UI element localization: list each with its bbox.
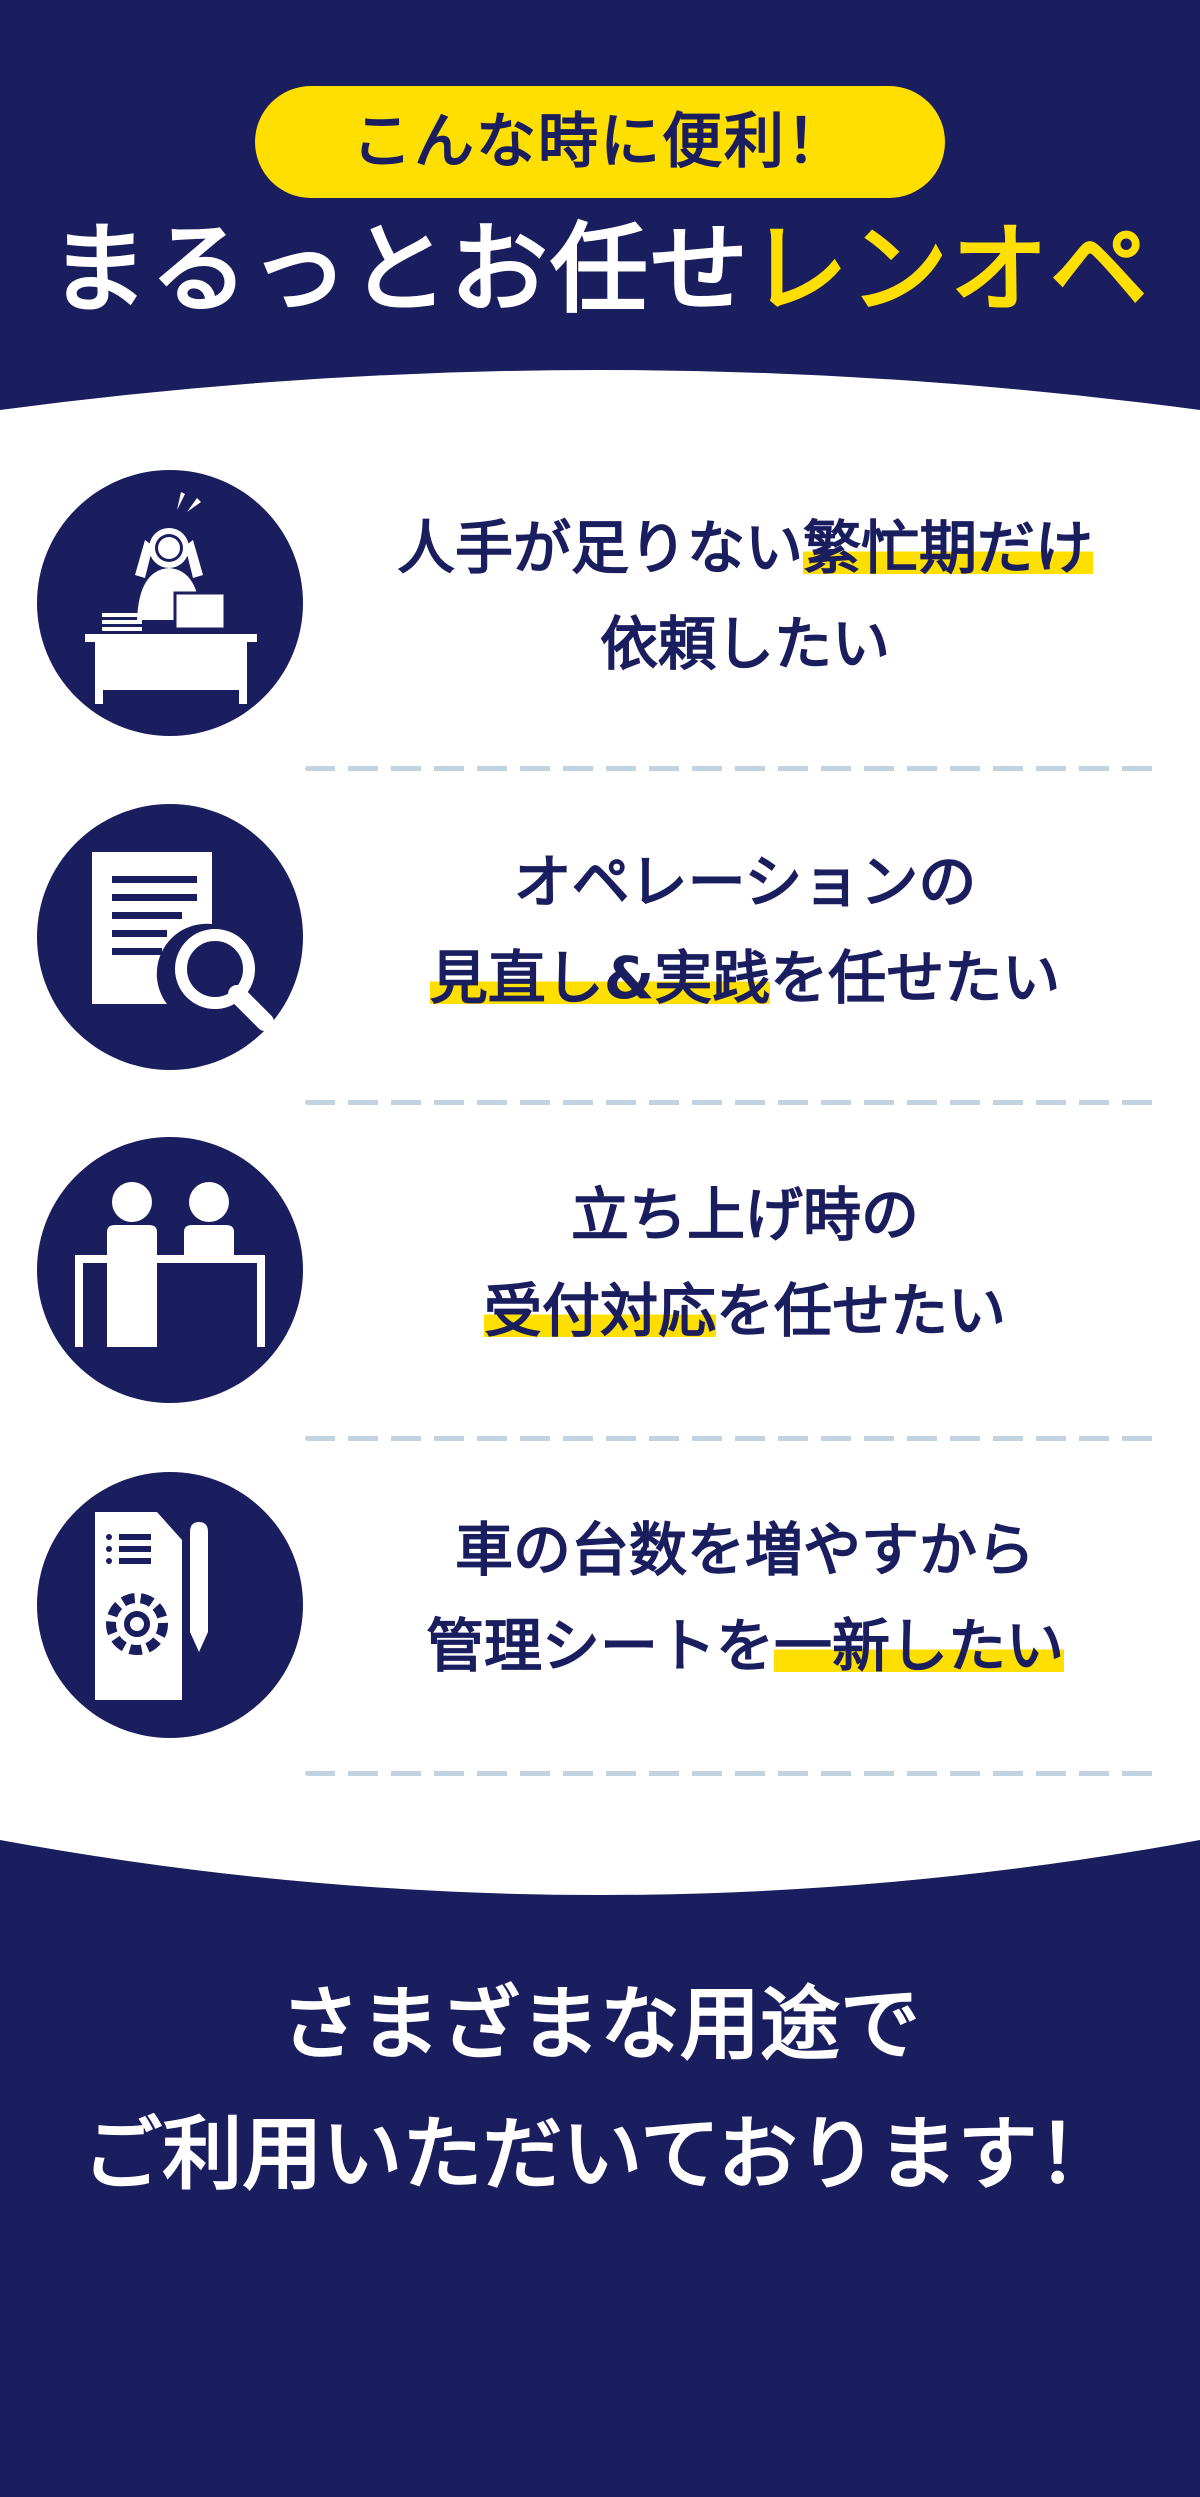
- dashed-divider: [305, 1771, 1160, 1776]
- text-segment: を任せたい: [716, 1277, 1007, 1345]
- highlighted-text: 繁忙期だけ: [803, 514, 1094, 582]
- footer-line-1: さまざまな用途で: [280, 1978, 920, 2071]
- footer-line-2: ご利用いただいております！: [82, 2108, 1118, 2201]
- use-case-text: 車の台数を増やすから 管理シートを一新したい: [330, 1502, 1160, 1694]
- footer-background: [0, 1840, 1200, 2497]
- document-search-icon: [37, 804, 303, 1070]
- dashed-divider: [305, 1436, 1160, 1441]
- highlighted-text: 見直し&実践: [429, 944, 771, 1012]
- text-segment: 立ち上げ時の: [570, 1181, 919, 1249]
- text-segment: 人手が足りない: [396, 514, 803, 582]
- use-case-text: 立ち上げ時の 受付対応を任せたい: [330, 1167, 1160, 1359]
- dashed-divider: [305, 766, 1160, 771]
- title-accent: レンオペ: [750, 213, 1151, 327]
- use-case-item: 立ち上げ時の 受付対応を任せたい: [0, 1137, 1200, 1437]
- use-case-item: 人手が足りない繁忙期だけ 依頼したい: [0, 470, 1200, 770]
- highlighted-text: 一新したい: [774, 1612, 1065, 1680]
- text-segment: 依頼したい: [599, 610, 890, 678]
- use-case-item: 車の台数を増やすから 管理シートを一新したい: [0, 1472, 1200, 1772]
- page-title: まるっとお任せレンオペ: [0, 205, 1200, 335]
- text-segment: を任せたい: [770, 944, 1061, 1012]
- footer-message: さまざまな用途で ご利用いただいております！: [0, 1960, 1200, 2220]
- use-case-text: 人手が足りない繁忙期だけ 依頼したい: [330, 500, 1160, 692]
- document-settings-icon: [37, 1472, 303, 1738]
- reception-desk-icon: [37, 1137, 303, 1403]
- stressed-worker-icon: [37, 470, 303, 736]
- use-case-item: オペレーションの 見直し&実践を任せたい: [0, 804, 1200, 1104]
- text-segment: 車の台数を増やすから: [454, 1516, 1035, 1584]
- dashed-divider: [305, 1100, 1160, 1105]
- use-case-text: オペレーションの 見直し&実践を任せたい: [330, 834, 1160, 1026]
- text-segment: 管理シートを: [425, 1612, 774, 1680]
- header-badge: こんな時に便利！: [255, 86, 945, 198]
- title-main: まるっとお任せ: [49, 213, 750, 327]
- highlighted-text: 受付対応: [483, 1277, 716, 1345]
- text-segment: オペレーションの: [513, 848, 977, 916]
